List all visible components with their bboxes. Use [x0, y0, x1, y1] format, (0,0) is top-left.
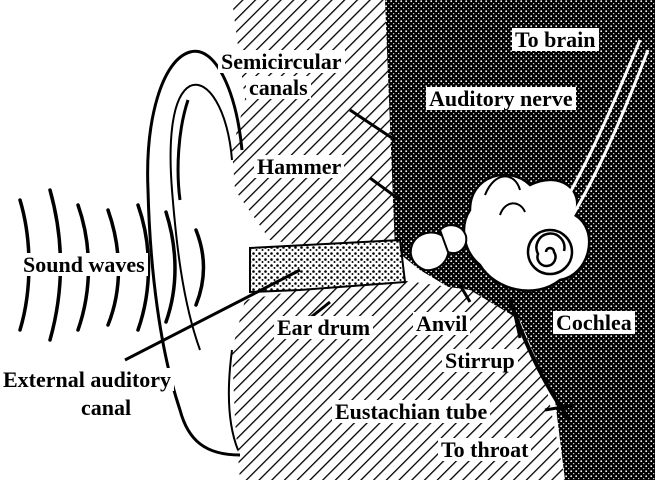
label-to-throat: To throat [438, 438, 531, 461]
label-auditory-nerve: Auditory nerve [426, 87, 576, 110]
label-stirrup: Stirrup [442, 349, 518, 372]
label-external-auditory: External auditory [0, 368, 174, 391]
pinna-outer [148, 51, 242, 455]
label-sound-waves: Sound waves [20, 253, 148, 276]
label-canal: canal [78, 396, 134, 419]
label-cochlea: Cochlea [553, 311, 635, 334]
label-semicircular: Semicircular [218, 50, 345, 73]
label-canals: canals [246, 76, 311, 99]
pinna-helix [178, 100, 188, 200]
label-ear-drum: Ear drum [274, 316, 373, 339]
label-hammer: Hammer [254, 155, 344, 178]
label-to-brain: To brain [512, 28, 599, 51]
label-eustachian-tube: Eustachian tube [332, 400, 490, 423]
label-anvil: Anvil [413, 312, 470, 335]
